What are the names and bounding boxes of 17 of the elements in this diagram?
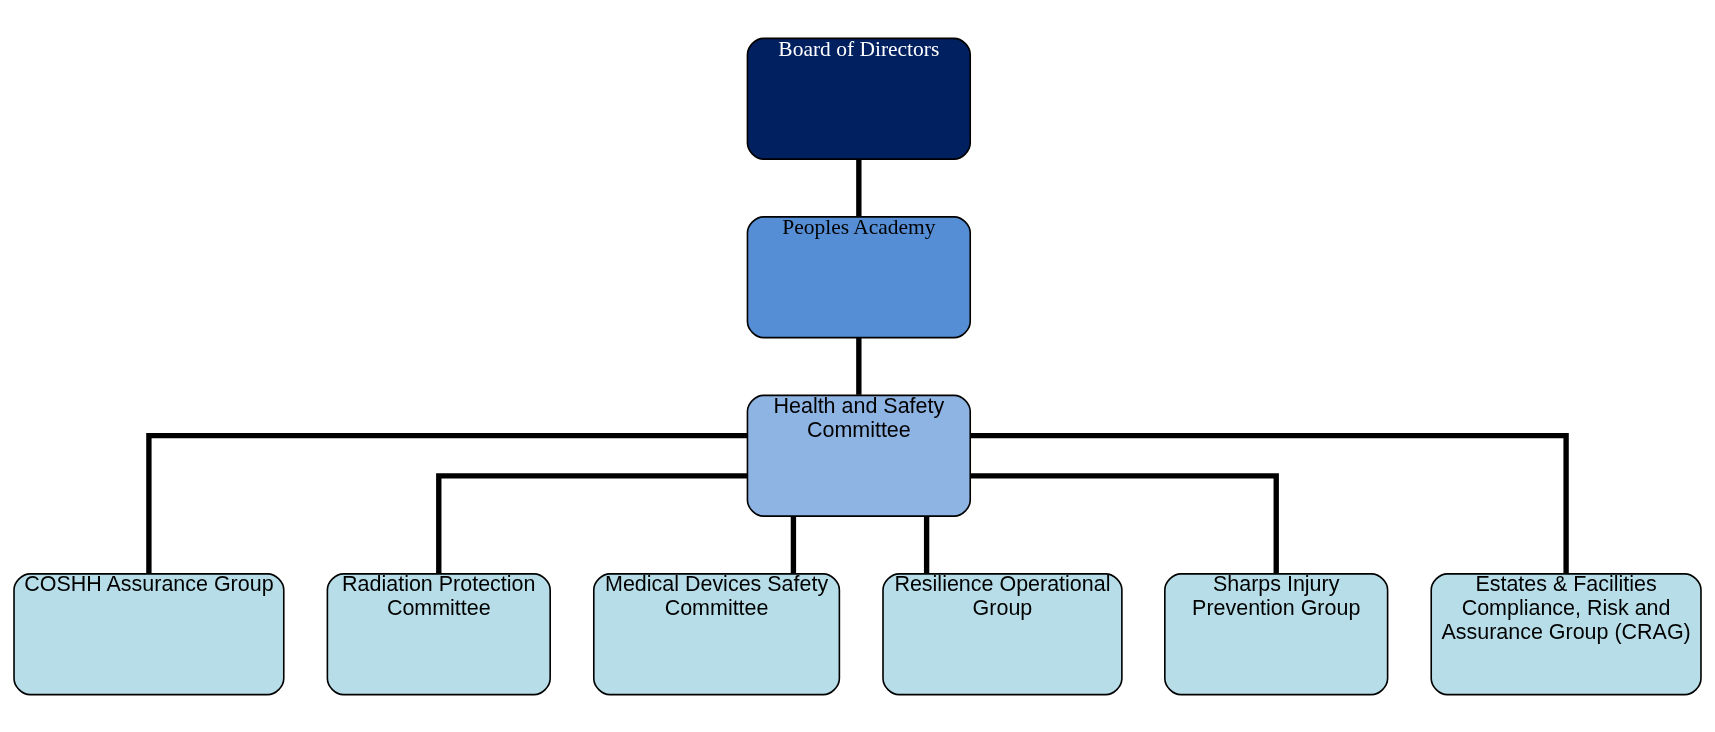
node-box: Resilience Operational Group bbox=[882, 572, 1123, 695]
connector bbox=[856, 158, 862, 216]
node-box: Peoples Academy bbox=[746, 215, 972, 338]
connector bbox=[436, 472, 748, 573]
connector bbox=[970, 472, 1279, 573]
connector bbox=[923, 515, 930, 573]
connector bbox=[856, 337, 862, 395]
node-box: Health and Safety Committee bbox=[746, 394, 972, 517]
connector bbox=[790, 515, 797, 573]
node-box: Radiation Protection Committee bbox=[326, 572, 551, 695]
node-box: Medical Devices Safety Committee bbox=[593, 572, 841, 695]
node-box: Estates & Facilities Compliance, Risk and Assurance Group (CRAG) bbox=[1430, 572, 1702, 695]
connector bbox=[970, 432, 1569, 574]
node-box: Sharps Injury Prevention Group bbox=[1164, 572, 1389, 695]
node-box: COSHH Assurance Group bbox=[13, 572, 285, 695]
connector bbox=[146, 432, 748, 574]
node-box: Board of Directors bbox=[746, 37, 972, 160]
